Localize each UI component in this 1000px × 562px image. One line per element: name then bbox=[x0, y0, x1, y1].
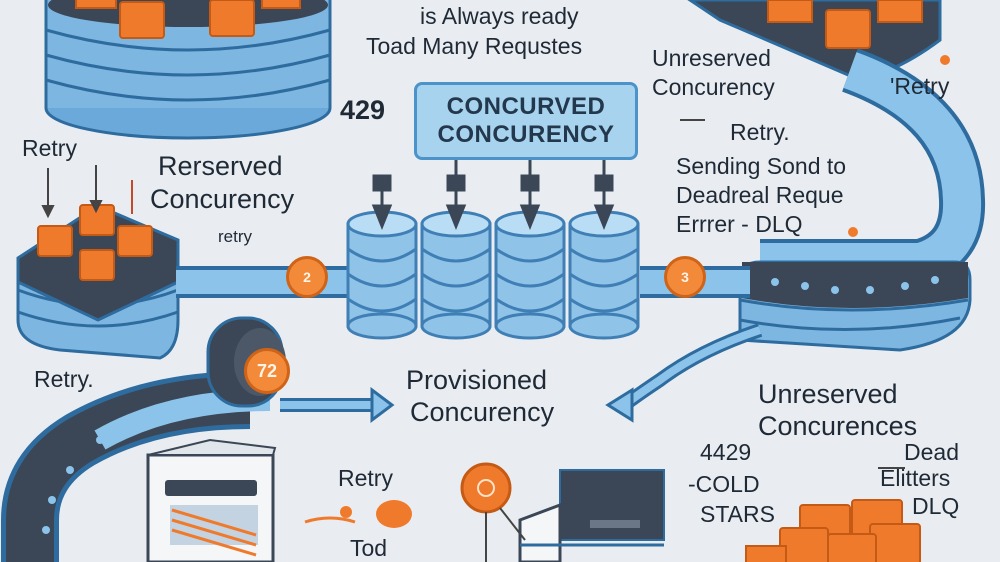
box-line1: CONCURVED bbox=[446, 93, 606, 121]
disk-stacks bbox=[346, 210, 640, 340]
bottom-center-node bbox=[460, 462, 526, 562]
right-retry-top: 'Retry bbox=[890, 73, 950, 99]
right-conveyor bbox=[738, 260, 972, 352]
provisioned-line2: Concurency bbox=[410, 397, 555, 427]
bottom-right-cubes bbox=[745, 499, 921, 562]
dead-text: Deadreal Reque bbox=[676, 182, 844, 208]
reserved-line2: Concurency bbox=[150, 184, 295, 214]
bottom-retry-marks bbox=[304, 500, 412, 528]
cold-text: -COLD bbox=[688, 471, 760, 497]
dlq-label: DLQ bbox=[912, 493, 960, 519]
truck bbox=[518, 469, 665, 562]
badge-drum: 72 bbox=[244, 348, 290, 394]
box-line2: CONCURENCY bbox=[437, 121, 615, 148]
provisioned-line1: Provisioned bbox=[406, 365, 548, 395]
left-retry-top: Retry bbox=[22, 135, 77, 161]
code-4429: 4429 bbox=[700, 439, 752, 465]
right-curve-band bbox=[760, 48, 986, 285]
disk-stack bbox=[420, 210, 492, 340]
top-left-server-stack bbox=[44, 0, 332, 140]
cabinet-box bbox=[146, 438, 277, 562]
elitters-label: Elitters bbox=[880, 465, 951, 491]
header-line2: Toad Many Requstes bbox=[366, 33, 583, 59]
stars-text: STARS bbox=[700, 501, 775, 527]
disk-stack bbox=[346, 210, 418, 340]
arrows-to-provisioned bbox=[280, 323, 763, 423]
disk-stack bbox=[494, 210, 566, 340]
unreserved-line1: Unreserved bbox=[652, 45, 771, 71]
bottom-unreserved-line2: Concurences bbox=[758, 411, 918, 441]
misc-marks bbox=[680, 119, 905, 469]
sending-text: Sending Sond to bbox=[676, 153, 847, 179]
dead-label: Dead bbox=[904, 439, 959, 465]
left-retry-small: retry bbox=[218, 227, 252, 246]
reserved-line1: Rerserved bbox=[158, 151, 283, 181]
bottom-tod: Tod bbox=[350, 535, 388, 561]
header-line1: is Always ready bbox=[420, 3, 579, 29]
right-retry-mid: Retry. bbox=[730, 119, 790, 145]
bottom-retry: Retry bbox=[338, 465, 393, 491]
top-left-cubes bbox=[75, 0, 301, 39]
badge-left: 2 bbox=[286, 256, 328, 298]
box-to-disk-connectors bbox=[371, 160, 615, 231]
unreserved-line2: Concurency bbox=[652, 74, 775, 100]
disk-stack bbox=[568, 210, 640, 340]
bottom-unreserved-line1: Unreserved bbox=[758, 379, 898, 409]
left-retry-bottom: Retry. bbox=[34, 366, 94, 392]
badge-right: 3 bbox=[664, 256, 706, 298]
left-reserved-stack bbox=[16, 204, 180, 360]
errrer-dlq-text: Errrer - DLQ bbox=[676, 211, 803, 237]
left-retry-arrows bbox=[41, 165, 133, 219]
prefix-429: 429 bbox=[340, 95, 386, 125]
concurved-concurrency-box: CONCURVED CONCURENCY bbox=[414, 82, 638, 160]
